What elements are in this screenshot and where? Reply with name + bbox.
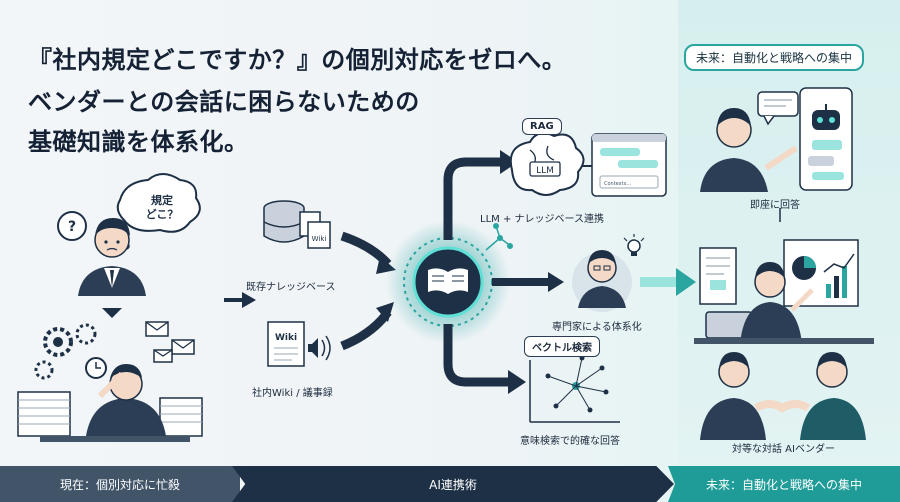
footer-current-state: 現在：個別対応に忙殺 bbox=[0, 466, 240, 502]
hub-outputs bbox=[443, 150, 564, 394]
source-to-hub-arrows bbox=[340, 231, 396, 351]
book-icon bbox=[428, 268, 468, 294]
bubble-text-1: 規定 bbox=[151, 193, 173, 207]
vector-caption: 意味検索で的確な回答 bbox=[520, 436, 620, 447]
footer-ai-integration: AI連携術 bbox=[232, 466, 674, 502]
wiki-caption: 社内Wiki / 議事録 bbox=[252, 388, 333, 399]
handshake-people bbox=[700, 352, 866, 440]
chatbot-person bbox=[700, 87, 853, 192]
bubble-text-2: どこ？ bbox=[146, 208, 179, 221]
lightbulb-icon bbox=[623, 234, 645, 256]
question-mark-icon: ? bbox=[68, 219, 76, 235]
headline-line-1: 『社内規定どこですか？』の個別対応をゼロへ。 bbox=[28, 46, 567, 74]
presentation-person bbox=[694, 239, 874, 344]
expert-caption: 専門家による体系化 bbox=[552, 322, 642, 333]
context-input-text: Contexts... bbox=[604, 181, 631, 187]
headline-line-3: 基礎知識を体系化。 bbox=[28, 128, 249, 156]
future-title-pill: 未来：自動化と戦略への集中 bbox=[684, 44, 865, 71]
wiki-doc-icon bbox=[267, 321, 331, 367]
headline-line-2: ベンダーとの会話に困らないための bbox=[28, 88, 420, 116]
context-window-icon bbox=[591, 133, 667, 197]
llm-chip-text: LLM bbox=[536, 166, 554, 176]
knowledge-base-icon bbox=[263, 200, 331, 249]
expert-person bbox=[572, 250, 632, 312]
instant-answer-caption: 即座に回答 bbox=[750, 200, 800, 211]
kb-caption: 既存ナレッジベース bbox=[246, 282, 336, 293]
arrow-to-sources bbox=[224, 292, 256, 308]
diagram-canvas: ? 規定 どこ？ bbox=[17, 87, 874, 442]
future-panel-bg bbox=[678, 0, 900, 466]
footer-future-state: 未来：自動化と戦略への集中 bbox=[668, 466, 900, 502]
rag-tag: RAG bbox=[522, 118, 562, 135]
brain-llm-icon bbox=[509, 132, 585, 196]
rag-caption: LLM + ナレッジベース連携 bbox=[480, 214, 605, 225]
vector-search-tag: ベクトル検索 bbox=[524, 336, 600, 357]
vendor-dialogue-caption: 対等な対話 AIベンダー bbox=[732, 444, 835, 455]
arrow-to-future bbox=[640, 268, 696, 296]
thinking-person bbox=[57, 173, 201, 296]
overwhelmed-person bbox=[17, 321, 203, 442]
kb-wiki-tag: Wiki bbox=[312, 235, 327, 243]
wiki-doc-tag: Wiki bbox=[275, 333, 297, 343]
vector-search-plot bbox=[529, 355, 620, 423]
down-arrow-icon bbox=[102, 308, 122, 318]
